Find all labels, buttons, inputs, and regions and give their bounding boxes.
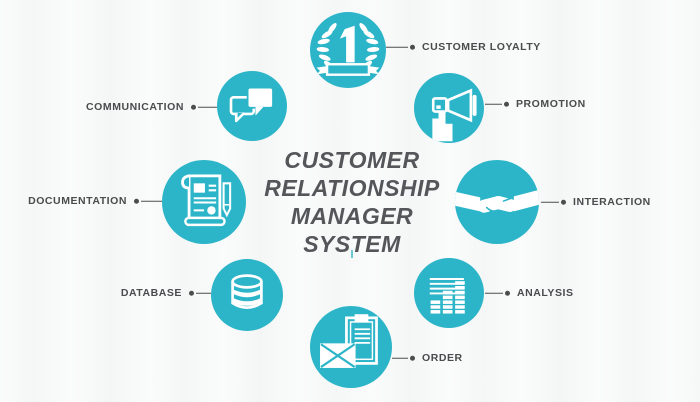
small-teal-tick [351, 250, 353, 258]
envelope-clipboard-icon [320, 314, 378, 368]
connector-dot [134, 198, 139, 204]
promotion-label: PROMOTION [516, 97, 586, 110]
analysis-connector: ANALYSIS [485, 288, 574, 299]
documentation-node [162, 160, 246, 244]
customer-loyalty-node [310, 12, 386, 88]
connector-line [485, 103, 502, 105]
interaction-connector: INTERACTION [541, 197, 651, 208]
promotion-node [414, 73, 484, 143]
order-node [310, 306, 392, 388]
documentation-connector: DOCUMENTATION [28, 196, 162, 207]
analysis-node [414, 258, 484, 328]
bar-chart-icon [428, 277, 465, 314]
documentation-label: DOCUMENTATION [28, 194, 127, 207]
scroll-pen-icon [181, 174, 232, 227]
connector-dot [561, 199, 566, 205]
database-connector: DATABASE [121, 288, 211, 299]
connector-dot [410, 44, 415, 50]
diagram-title: CUSTOMER RELATIONSHIP MANAGER SYSTEM [230, 146, 474, 258]
megaphone-icon [431, 88, 477, 142]
connector-line [541, 201, 559, 203]
connector-line [386, 46, 408, 48]
communication-node [217, 71, 287, 141]
customer-loyalty-connector: CUSTOMER LOYALTY [386, 42, 541, 53]
order-connector: ORDER [392, 353, 463, 364]
communication-label: COMMUNICATION [86, 100, 184, 113]
interaction-node [455, 160, 539, 244]
analysis-label: ANALYSIS [517, 286, 574, 299]
connector-dot [191, 104, 196, 110]
connector-line [196, 292, 211, 294]
database-node [211, 259, 283, 331]
title-line-3: MANAGER [290, 203, 414, 229]
database-label: DATABASE [120, 286, 182, 299]
connector-dot [504, 101, 509, 107]
laurel-number-one-icon [316, 23, 380, 76]
title-line-1: CUSTOMER [284, 147, 420, 173]
interaction-label: INTERACTION [573, 195, 651, 208]
promotion-connector: PROMOTION [485, 99, 586, 110]
connector-dot [505, 290, 510, 296]
order-label: ORDER [422, 351, 463, 364]
connector-line [392, 357, 408, 359]
handshake-icon [455, 189, 539, 217]
database-cylinder-icon [231, 274, 263, 309]
connector-dot [189, 290, 194, 296]
connector-line [198, 106, 217, 108]
connector-line [141, 200, 162, 202]
connector-dot [410, 355, 415, 361]
title-line-2: RELATIONSHIP [264, 175, 440, 201]
speech-bubbles-icon [229, 86, 274, 123]
connector-line [485, 292, 503, 294]
communication-connector: COMMUNICATION [86, 102, 217, 113]
customer-loyalty-label: CUSTOMER LOYALTY [422, 40, 541, 53]
